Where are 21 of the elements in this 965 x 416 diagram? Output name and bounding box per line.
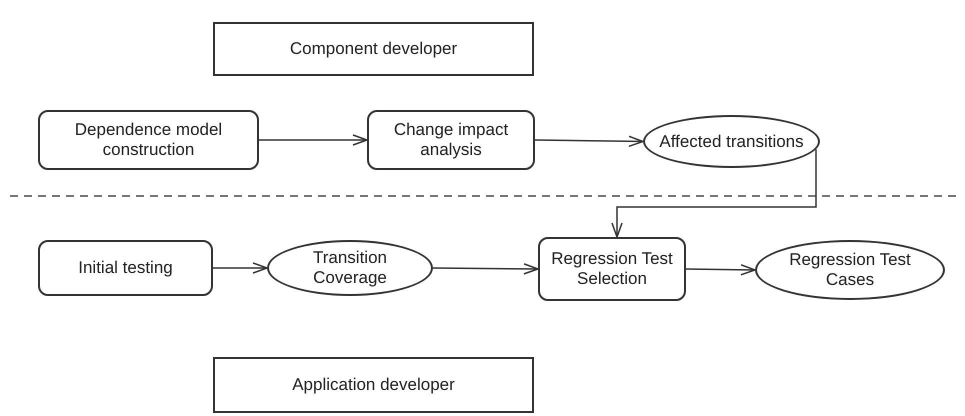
node-label: Regression Test Cases	[788, 250, 912, 290]
process-box	[38, 110, 259, 170]
arrow	[611, 149, 817, 238]
node-label: Transition Coverage	[312, 248, 388, 288]
process-box	[367, 110, 535, 170]
arrow	[259, 134, 368, 146]
node-label: Affected transitions	[659, 132, 804, 152]
process-box	[38, 240, 213, 296]
arrow	[433, 263, 539, 275]
arrow	[534, 136, 644, 148]
arrow	[686, 264, 756, 276]
node-label: Regression Test Selection	[550, 249, 674, 289]
actor-box	[213, 22, 534, 76]
node-label: Application developer	[292, 375, 455, 395]
arrow	[213, 262, 268, 274]
node-label: Component developer	[290, 39, 458, 59]
process-box	[538, 237, 686, 301]
node-label: Change impact analysis	[392, 120, 510, 160]
actor-box	[213, 357, 534, 413]
node-label: Dependence model construction	[74, 120, 224, 160]
node-label: Initial testing	[78, 258, 173, 278]
